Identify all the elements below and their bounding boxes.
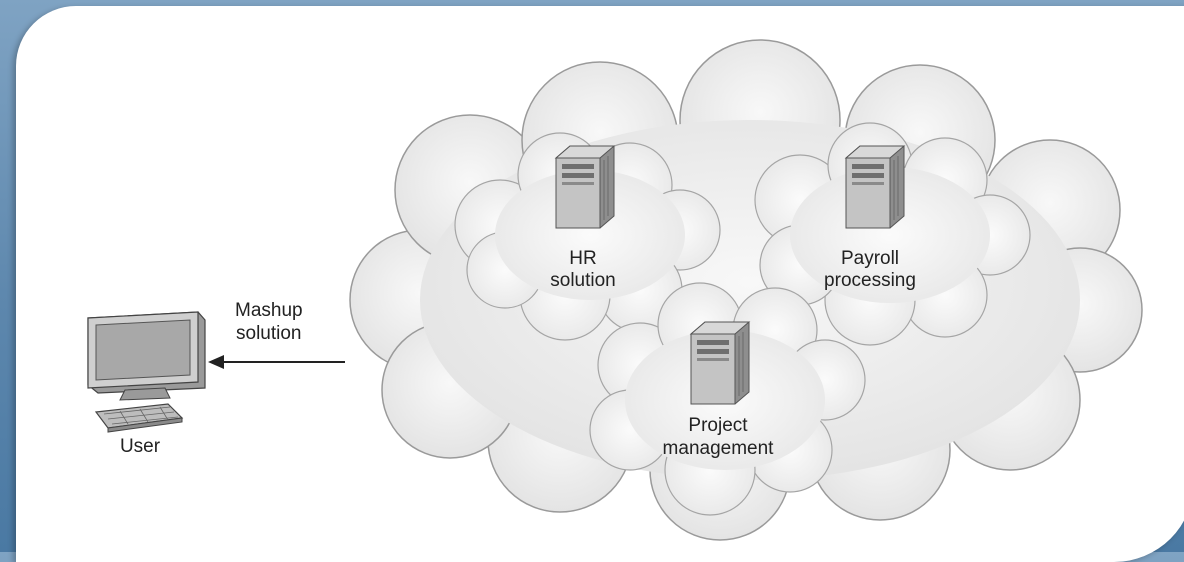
computer-icon bbox=[87, 311, 206, 433]
payroll-label-line1: Payroll bbox=[841, 248, 899, 269]
payroll-subcloud bbox=[754, 122, 1031, 346]
project-subcloud bbox=[589, 282, 866, 516]
project-label-line2: management bbox=[663, 438, 775, 459]
hr-server-icon bbox=[555, 145, 615, 229]
arrow-label-line1: Mashup bbox=[235, 300, 303, 321]
arrow-label-line2: solution bbox=[236, 323, 302, 344]
hr-label-line2: solution bbox=[550, 270, 616, 291]
user-label: User bbox=[120, 436, 161, 457]
payroll-label-line2: processing bbox=[824, 270, 916, 291]
project-server-icon bbox=[690, 321, 750, 405]
project-label-line1: Project bbox=[688, 415, 748, 436]
mashup-arrow bbox=[208, 355, 345, 369]
payroll-server-icon bbox=[845, 145, 905, 229]
hr-subcloud bbox=[454, 132, 721, 341]
hr-label-line1: HR bbox=[569, 248, 596, 269]
